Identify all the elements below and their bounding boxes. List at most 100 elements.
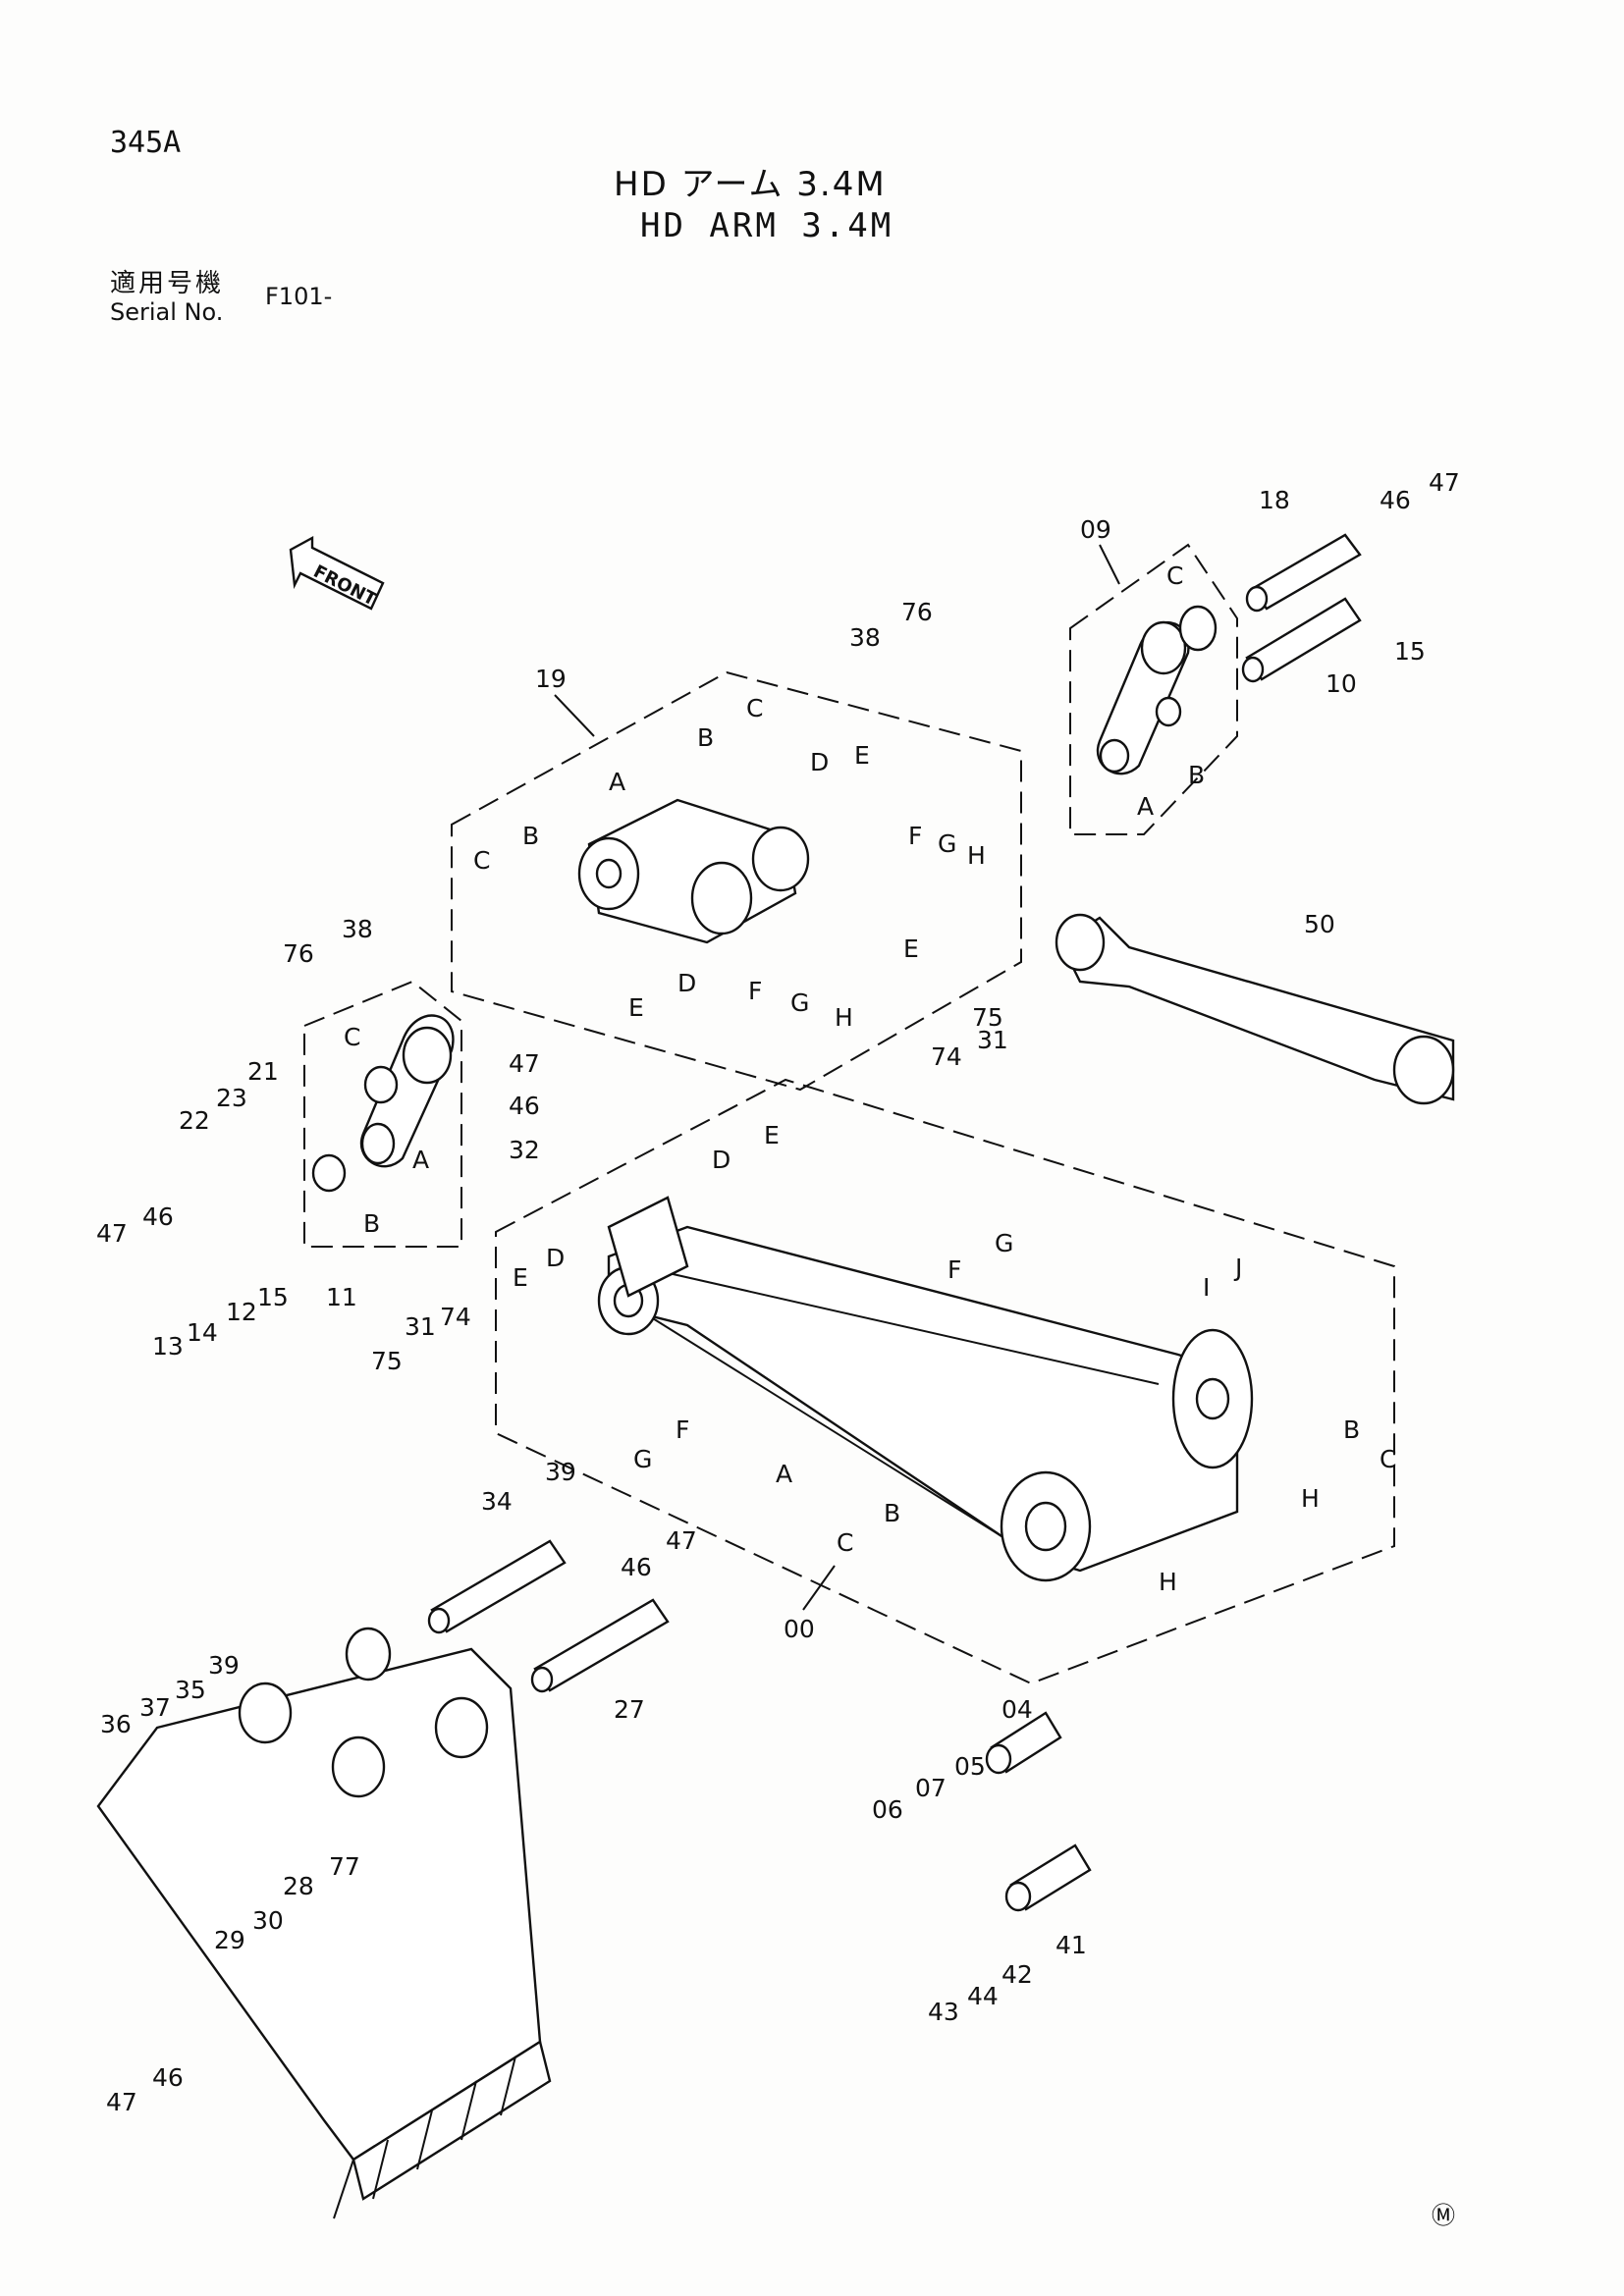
pin-34 [427,1539,567,1634]
label-07: 07 [915,1774,947,1802]
letter-b-00: B [884,1499,900,1527]
pin-10 [1241,597,1362,683]
link-assembly-09 [1096,605,1218,775]
letter-a-11: A [412,1146,429,1174]
letter-h-00-right: H [1301,1484,1320,1513]
label-12: 12 [226,1298,257,1326]
letter-b-09: B [1188,761,1205,789]
label-22: 22 [179,1106,210,1135]
assembly-00-outline [495,1078,1395,1685]
letter-d-19-low: D [677,969,696,997]
title-english: HD ARM 3.4M [640,206,894,245]
label-37: 37 [139,1693,171,1722]
label-10: 10 [1326,669,1357,698]
label-38-top: 38 [849,623,881,652]
letter-a-00: A [776,1460,792,1488]
label-74-left: 74 [440,1303,471,1331]
label-47-bottom: 47 [106,2088,137,2116]
letter-e-19-right: E [903,934,919,963]
label-76-top: 76 [901,598,933,626]
letter-a-19: A [609,768,625,796]
label-75-left: 75 [371,1347,403,1375]
letter-g-19: G [938,829,956,858]
arm-body [597,1196,1254,1582]
letter-b-19: B [697,723,714,752]
serial-label-english: Serial No. [110,298,224,326]
label-36: 36 [100,1710,132,1738]
bucket [96,1627,552,2219]
label-09: 09 [1080,515,1111,544]
label-34: 34 [481,1487,513,1516]
letter-d-00-left: D [546,1244,565,1272]
label-29: 29 [214,1926,245,1954]
link-assembly-11 [311,1014,455,1193]
letter-g-00: G [995,1229,1013,1257]
label-46-bucket: 46 [621,1553,652,1581]
label-31-top: 31 [977,1026,1008,1054]
pin-27 [530,1598,670,1693]
serial-value: F101- [265,283,333,310]
assembly-19-outline [451,670,1022,1092]
label-21: 21 [247,1057,279,1086]
assembly-11-outline [303,980,462,1248]
letter-g-00-left: G [633,1445,652,1473]
label-15-left: 15 [257,1283,289,1311]
label-23: 23 [216,1084,247,1112]
footer-mark: Ⓜ [1432,2202,1455,2229]
link-assembly-19 [577,798,810,944]
letter-c-11: C [344,1023,360,1051]
label-06: 06 [872,1795,903,1824]
assembly-09-outline [1069,543,1238,835]
assembly-labels: 19 09 11 00 50 [326,515,1335,1643]
label-42: 42 [1001,1960,1033,1989]
label-13: 13 [152,1332,184,1361]
label-75-top: 75 [972,1003,1003,1032]
label-44: 44 [967,1982,999,2010]
label-46-bottom: 46 [152,2063,184,2092]
pin-04 [985,1711,1062,1775]
letter-c-00-right: C [1380,1445,1396,1473]
front-arrow-icon: FRONT [289,535,385,611]
letter-c-09: C [1166,561,1183,590]
label-05: 05 [954,1752,986,1781]
label-50: 50 [1304,910,1335,938]
page-code: 345A [110,126,182,160]
sub-part-labels: A B C C B D E F G H E D E F G H C A B C … [344,561,1396,1596]
label-43: 43 [928,1998,959,2026]
part-number-labels: 18 10 46 47 15 76 38 76 38 21 22 23 47 4… [96,468,1460,2116]
label-14: 14 [187,1318,218,1347]
letter-g-19-low: G [790,988,809,1017]
label-30: 30 [252,1906,284,1935]
letter-f-00-left: F [676,1415,689,1444]
letter-d-00-top: D [712,1146,731,1174]
letter-e-00-left: E [513,1263,528,1292]
label-39-bucket: 39 [208,1651,240,1680]
letter-c-00: C [837,1528,853,1557]
label-31-left: 31 [405,1312,436,1341]
serial-label-japanese: 適用号機 [110,269,225,298]
letter-i-00: I [1203,1273,1210,1302]
label-46-left: 46 [142,1202,174,1231]
label-19: 19 [535,665,567,693]
pin-18 [1245,533,1362,613]
label-27: 27 [614,1695,645,1724]
label-18: 18 [1259,486,1290,514]
label-47-bucket: 47 [666,1526,697,1555]
label-00: 00 [784,1615,815,1643]
label-04: 04 [1001,1695,1033,1724]
label-28: 28 [283,1872,314,1900]
letter-f-00: F [947,1255,961,1284]
letter-f-19: F [908,822,922,850]
label-38-left: 38 [342,915,373,943]
label-41: 41 [1056,1931,1087,1959]
label-74-top: 74 [931,1042,962,1071]
letter-e-00-top: E [764,1121,780,1149]
letter-j-00: J [1233,1254,1242,1282]
label-46-top: 46 [1380,486,1411,514]
label-35: 35 [175,1676,206,1704]
letter-e-19-low: E [628,993,644,1022]
letter-b-00-right: B [1343,1415,1360,1444]
label-15-top: 15 [1394,637,1426,666]
